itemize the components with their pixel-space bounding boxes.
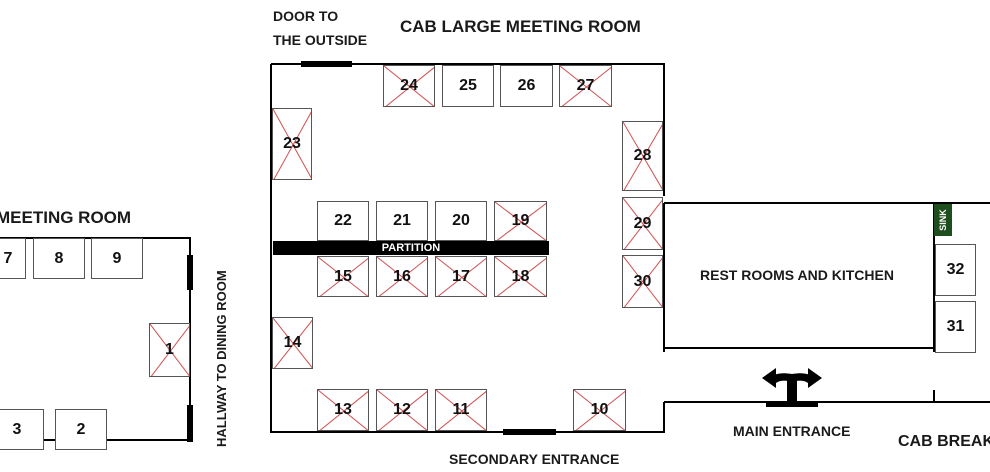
sink: SINK (934, 204, 952, 236)
booth-25[interactable]: 25 (442, 65, 494, 107)
split-arrow-icon (762, 368, 822, 401)
booth-3[interactable]: 3 (0, 409, 44, 450)
booth-number: 7 (3, 249, 13, 267)
partition: PARTITION (273, 241, 549, 255)
booth-12[interactable]: 12 (376, 389, 428, 431)
booth-number: 16 (393, 267, 411, 285)
sink-label: SINK (938, 209, 949, 231)
booth-number: 24 (400, 77, 418, 94)
booth-26[interactable]: 26 (500, 65, 553, 107)
booth-number: 17 (452, 267, 470, 285)
booth-19[interactable]: 19 (494, 201, 547, 241)
booth-number: 18 (511, 267, 530, 285)
partition-label: PARTITION (381, 242, 441, 254)
booth-number: 12 (393, 401, 411, 418)
booth-18[interactable]: 18 (494, 256, 547, 297)
booth-24[interactable]: 24 (383, 65, 435, 107)
booth-32[interactable]: 32 (935, 244, 976, 296)
booth-number: 14 (283, 334, 302, 351)
booth-number: 20 (452, 212, 470, 229)
booth-9[interactable]: 9 (91, 238, 143, 279)
booth-14[interactable]: 14 (272, 317, 313, 369)
booth-27[interactable]: 27 (559, 65, 612, 107)
booth-7[interactable]: 7 (0, 238, 26, 279)
booth-number: 32 (946, 261, 965, 278)
booth-number: 31 (946, 318, 965, 335)
booth-31[interactable]: 31 (935, 301, 976, 353)
booth-number: 8 (54, 249, 64, 267)
booth-11[interactable]: 11 (435, 389, 487, 431)
booth-29[interactable]: 29 (622, 197, 663, 250)
booth-22[interactable]: 22 (317, 201, 369, 241)
booth-17[interactable]: 17 (435, 256, 487, 297)
booth-16[interactable]: 16 (376, 256, 428, 297)
main-entrance-label: MAIN ENTRANCE (733, 423, 851, 439)
booth-21[interactable]: 21 (376, 201, 428, 241)
booth-number: 1 (165, 341, 174, 358)
secondary-entrance-label: SECONDARY ENTRANCE (449, 451, 620, 467)
booth-number: 21 (393, 212, 411, 229)
booth-number: 2 (76, 420, 86, 438)
booth-2[interactable]: 2 (55, 409, 107, 450)
booth-30[interactable]: 30 (622, 255, 663, 308)
booth-number: 19 (511, 212, 530, 229)
booth-20[interactable]: 20 (435, 201, 487, 241)
hallway-label: HALLWAY TO DINING ROOM (214, 270, 229, 447)
large-room-title: CAB LARGE MEETING ROOM (400, 17, 641, 36)
left-room-title: MEETING ROOM (0, 208, 132, 227)
booth-28[interactable]: 28 (622, 121, 663, 191)
booth-number: 25 (459, 77, 477, 94)
booth-number: 11 (452, 401, 470, 418)
booth-15[interactable]: 15 (317, 256, 369, 297)
booth-number: 27 (576, 77, 595, 94)
cab-break-label: CAB BREAK (898, 433, 990, 450)
booth-10[interactable]: 10 (573, 389, 626, 431)
booth-8[interactable]: 8 (33, 238, 85, 279)
booth-number: 29 (633, 214, 652, 232)
door-outside-label-line1: DOOR TO (273, 8, 339, 24)
booth-number: 22 (334, 212, 352, 229)
rest-rooms-label: REST ROOMS AND KITCHEN (700, 267, 894, 283)
booth-13[interactable]: 13 (317, 389, 369, 431)
booth-23[interactable]: 23 (272, 108, 312, 180)
booth-number: 3 (12, 420, 22, 438)
booth-1[interactable]: 1 (149, 323, 190, 377)
booth-number: 28 (633, 147, 652, 164)
booth-number: 9 (112, 249, 122, 267)
booth-number: 15 (334, 267, 352, 285)
booth-number: 26 (517, 77, 536, 94)
booth-number: 10 (590, 401, 609, 418)
booth-number: 13 (334, 401, 352, 418)
booth-number: 30 (633, 272, 652, 290)
booth-number: 23 (283, 135, 301, 152)
door-outside-label-line2: THE OUTSIDE (273, 32, 368, 48)
